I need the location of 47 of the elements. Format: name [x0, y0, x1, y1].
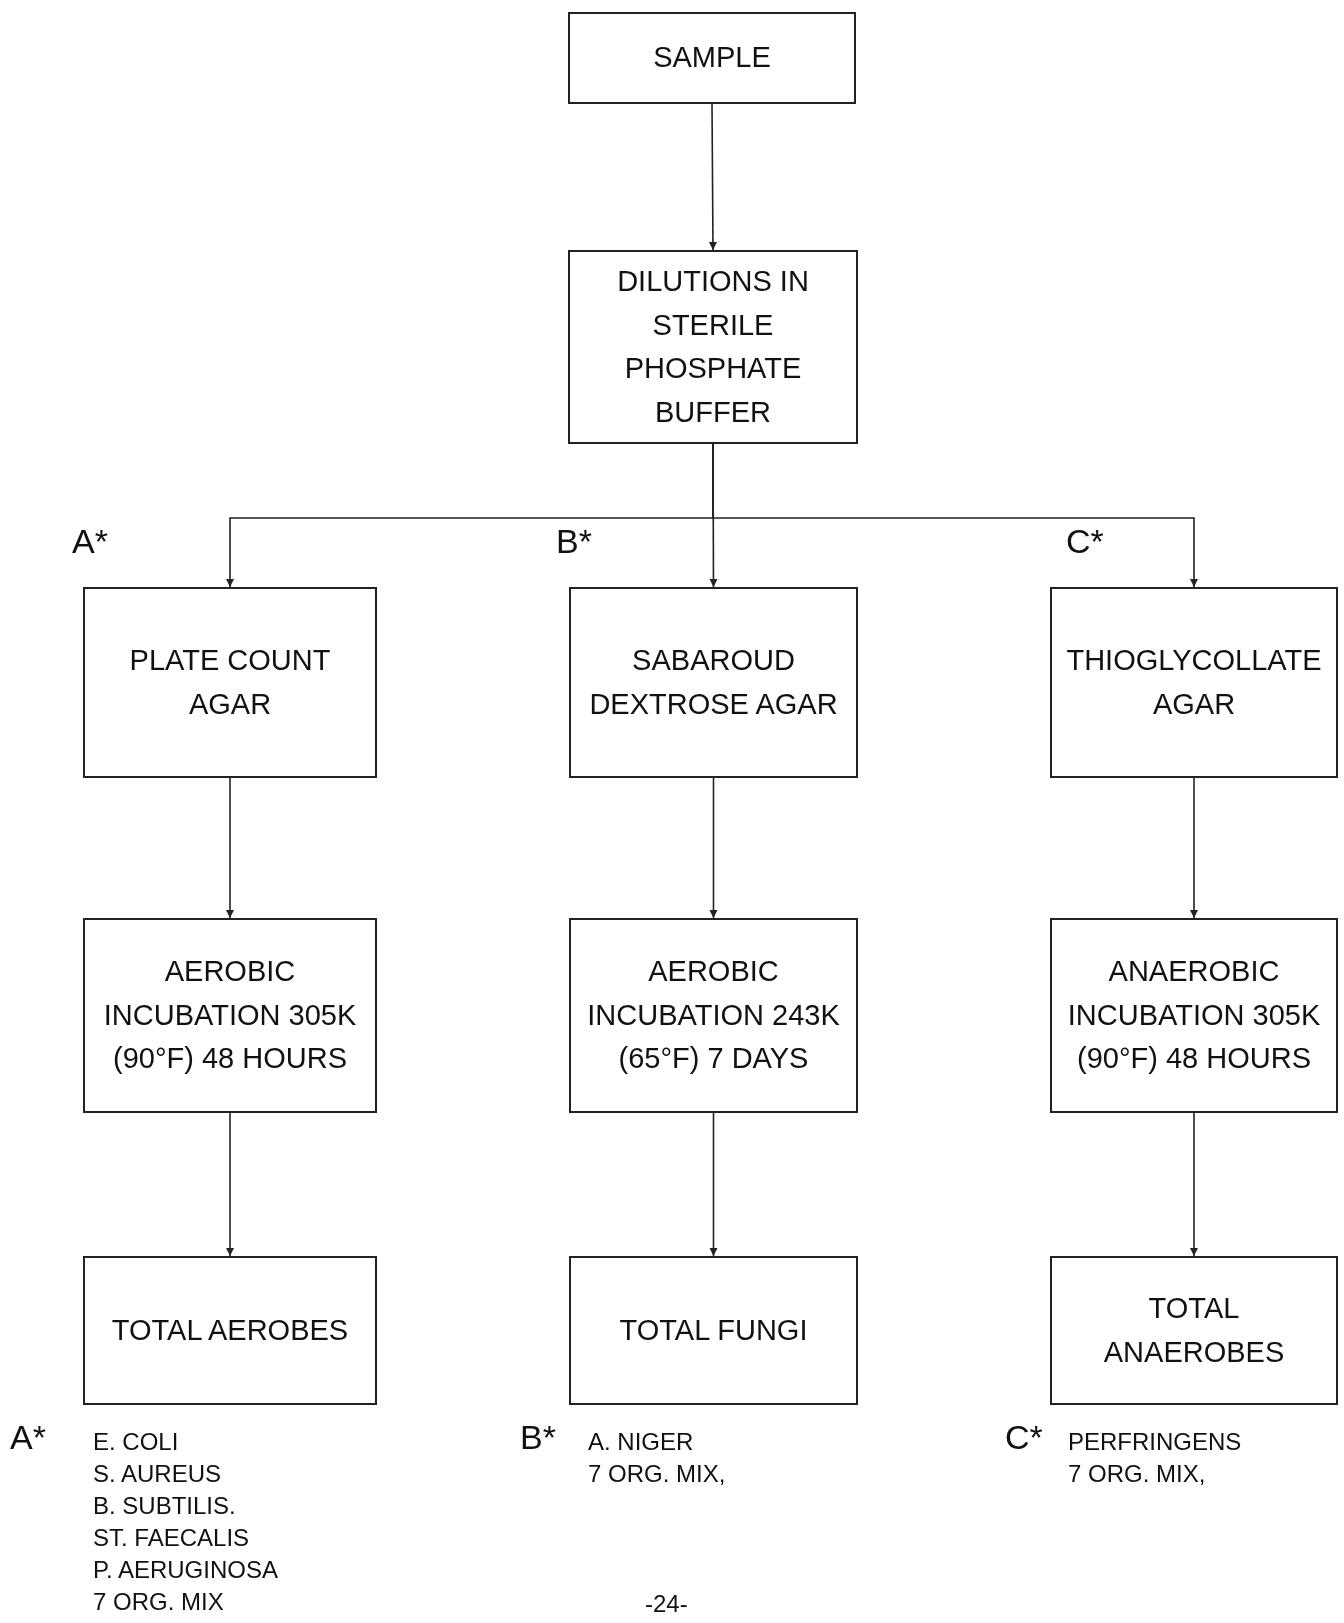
footnote-mark: C* [1066, 522, 1104, 561]
footnote-text: P. AERUGINOSA [93, 1556, 278, 1584]
footnote-text: -24- [645, 1590, 688, 1618]
process-box [568, 12, 856, 104]
footnote-text: S. AUREUS [93, 1460, 222, 1488]
footnote-text: PERFRINGENS [1068, 1428, 1242, 1456]
process-box [83, 918, 377, 1113]
footnote-mark: B* [520, 1418, 556, 1457]
footnote-text: 7 ORG. MIX, [588, 1460, 726, 1488]
process-box [569, 1256, 858, 1405]
process-box [83, 587, 377, 778]
box-text: PLATE COUNT AGAR [128, 643, 332, 722]
arrow [709, 1112, 718, 1257]
process-box [83, 1256, 377, 1405]
footnote-text: A. NIGER [588, 1428, 694, 1456]
footnote-text: B. SUBTILIS. [93, 1492, 236, 1520]
box-text: AEROBIC INCUBATION 243K (65°F) 7 DAYS [586, 954, 841, 1077]
box-text: SAMPLE [652, 40, 772, 76]
arrow [226, 1112, 234, 1257]
process-box [569, 587, 858, 778]
arrow [708, 103, 717, 251]
arrow [709, 777, 718, 919]
box-text: DILUTIONS IN STERILE PHOSPHATE BUFFER [616, 264, 810, 430]
process-box [569, 918, 858, 1113]
process-box [1050, 1256, 1338, 1405]
box-text: AEROBIC INCUBATION 305K (90°F) 48 HOURS [102, 954, 358, 1077]
footnote-mark: A* [10, 1418, 46, 1457]
arrow [712, 443, 1198, 588]
footnote-mark: B* [556, 522, 592, 561]
box-text: SABAROUD DEXTROSE AGAR [588, 643, 839, 722]
arrow [1190, 777, 1198, 919]
arrow [226, 777, 234, 919]
footnote-mark: A* [72, 522, 108, 561]
footnote-mark: C* [1005, 1418, 1043, 1457]
box-text: TOTAL FUNGI [618, 1312, 809, 1348]
box-text: ANAEROBIC INCUBATION 305K (90°F) 48 HOURS [1066, 954, 1322, 1077]
box-text: TOTAL ANAEROBES [1102, 1291, 1286, 1370]
process-box [568, 250, 858, 444]
footnote-text: ST. FAECALIS [93, 1524, 250, 1552]
footnote-text: 7 ORG. MIX [93, 1588, 224, 1616]
process-box [1050, 587, 1338, 778]
box-text: TOTAL AEROBES [110, 1312, 350, 1348]
box-text: THIOGLYCOLLATE AGAR [1065, 643, 1323, 722]
arrow [1190, 1112, 1198, 1257]
footnote-text: E. COLI [93, 1428, 179, 1456]
process-box [1050, 918, 1338, 1113]
footnote-text: 7 ORG. MIX, [1068, 1460, 1206, 1488]
